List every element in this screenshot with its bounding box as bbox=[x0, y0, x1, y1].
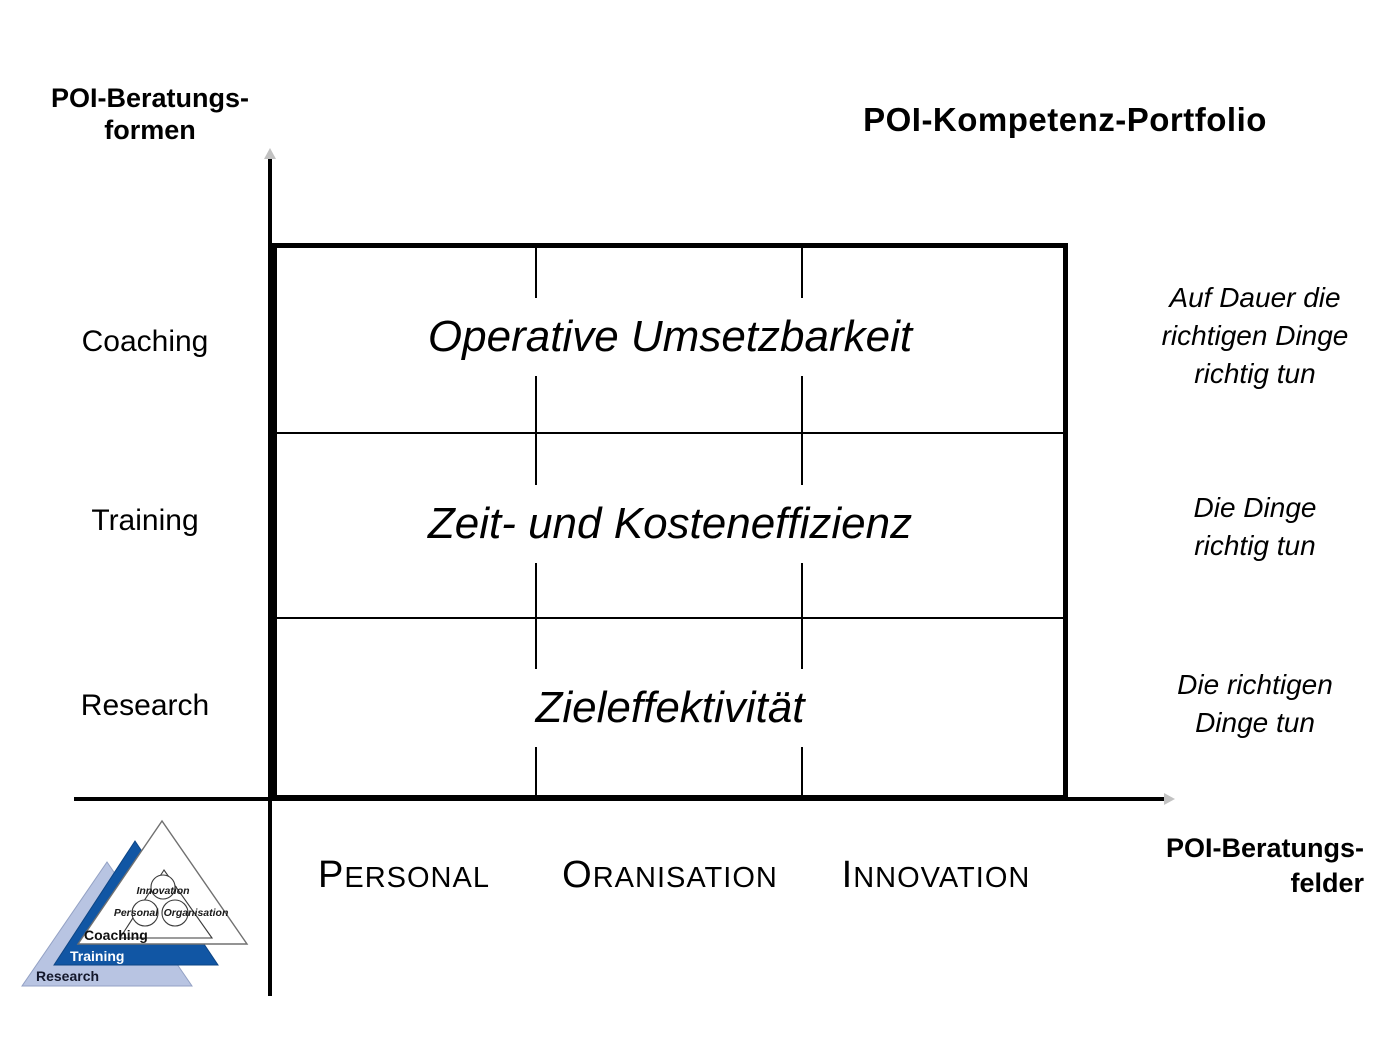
logo-organisation-label: Organisation bbox=[164, 907, 229, 919]
field-label-initial: P bbox=[318, 854, 345, 896]
competence-label: Zieleffektivität bbox=[535, 683, 805, 732]
logo-innovation-label: Innovation bbox=[136, 885, 189, 897]
field-label-personal: PERSONAL bbox=[304, 852, 504, 898]
poi-logo: Innovation Personal Organisation Coachin… bbox=[21, 819, 249, 987]
bottom-axis-title-line2: felder bbox=[1290, 868, 1364, 898]
bottom-axis-title: POI-Beratungs- felder bbox=[1118, 831, 1364, 901]
competence-row-zieleffektivitaet: Zieleffektivität bbox=[280, 669, 1060, 747]
left-axis-title-line1: POI-Beratungs- bbox=[50, 83, 250, 113]
matrix-row-divider-1 bbox=[277, 432, 1063, 434]
field-label-initial: O bbox=[562, 854, 593, 896]
logo-organisation-circle bbox=[161, 899, 189, 927]
left-axis-title: POI-Beratungs- formen bbox=[30, 82, 270, 146]
vertical-axis-arrow-icon bbox=[264, 148, 276, 159]
form-label-coaching: Coaching bbox=[81, 325, 209, 358]
field-label-innovation: INNOVATION bbox=[836, 852, 1036, 898]
field-label-rest: ERSONAL bbox=[344, 862, 490, 894]
principle-line: richtig tun bbox=[1194, 530, 1316, 561]
competence-label: Zeit- und Kosteneffizienz bbox=[427, 499, 913, 548]
field-label-oranisation: ORANISATION bbox=[545, 852, 795, 898]
principle-line: Die richtigen bbox=[1177, 669, 1333, 700]
matrix-row-divider-2 bbox=[277, 617, 1063, 619]
vertical-axis-line bbox=[268, 159, 272, 996]
principle-row-2: Die Dinge richtig tun bbox=[1122, 489, 1388, 565]
principle-line: richtigen Dinge bbox=[1161, 320, 1349, 351]
principle-line: Dinge tun bbox=[1195, 707, 1315, 738]
bottom-axis-title-line1: POI-Beratungs- bbox=[1165, 833, 1364, 863]
logo-innovation-circle bbox=[150, 874, 176, 900]
logo-training-label: Training bbox=[70, 948, 124, 964]
field-label-rest: RANISATION bbox=[592, 862, 778, 894]
principle-line: Auf Dauer die bbox=[1169, 282, 1341, 313]
page-title: POI-Kompetenz-Portfolio bbox=[863, 101, 1267, 138]
principle-row-1: Auf Dauer die richtigen Dinge richtig tu… bbox=[1122, 279, 1388, 393]
competence-label: Operative Umsetzbarkeit bbox=[427, 312, 913, 361]
field-label-initial: I bbox=[841, 854, 854, 896]
logo-coaching-label: Coaching bbox=[84, 927, 148, 943]
form-label-training: Training bbox=[91, 504, 199, 537]
principle-line: Die Dinge bbox=[1193, 492, 1317, 523]
logo-research-label: Research bbox=[36, 968, 99, 984]
competence-matrix: Operative Umsetzbarkeit Zeit- und Kosten… bbox=[272, 243, 1068, 800]
field-label-rest: NNOVATION bbox=[853, 862, 1031, 894]
logo-personal-circle bbox=[131, 899, 159, 927]
logo-personal-label: Personal bbox=[114, 907, 159, 919]
left-axis-title-line2: formen bbox=[104, 115, 196, 145]
principle-row-3: Die richtigen Dinge tun bbox=[1122, 666, 1388, 742]
competence-row-operative-umsetzbarkeit: Operative Umsetzbarkeit bbox=[280, 298, 1060, 376]
principle-line: richtig tun bbox=[1194, 358, 1316, 389]
form-label-research: Research bbox=[80, 689, 210, 722]
horizontal-axis-arrow-icon bbox=[1164, 793, 1175, 805]
competence-row-zeit-und-kosteneffizienz: Zeit- und Kosteneffizienz bbox=[280, 485, 1060, 563]
